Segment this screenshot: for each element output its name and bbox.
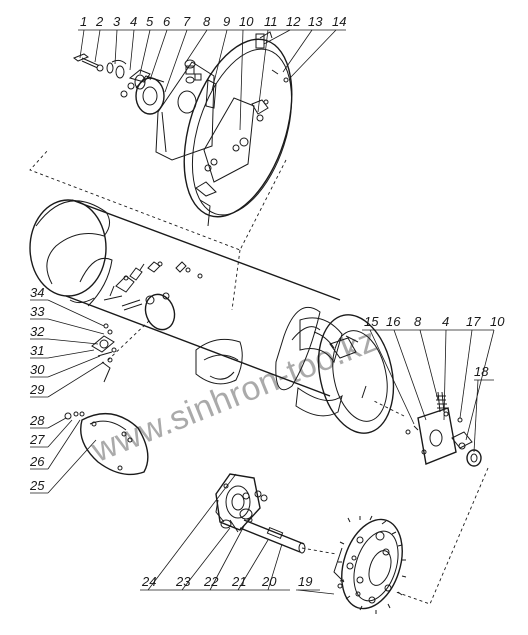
callout-15: 15 bbox=[364, 314, 379, 329]
top-callouts: 1 2 3 4 5 6 7 8 9 10 11 12 13 14 bbox=[78, 14, 346, 131]
right-small-parts bbox=[405, 391, 482, 467]
callout-13: 13 bbox=[308, 14, 323, 29]
top-hardware-group bbox=[72, 53, 217, 161]
callout-32: 32 bbox=[30, 324, 45, 339]
callout-18: 18 bbox=[474, 364, 489, 379]
callout-7: 7 bbox=[183, 14, 191, 29]
watermark-text: www.sinhron-too.kz bbox=[86, 321, 383, 470]
callout-10: 10 bbox=[239, 14, 254, 29]
callout-1: 1 bbox=[80, 14, 87, 29]
left-callouts: 34 33 32 31 30 29 28 27 26 25 bbox=[29, 285, 105, 494]
right-callouts: 15 16 8 4 17 10 18 bbox=[362, 314, 505, 453]
callout-10r: 10 bbox=[490, 314, 505, 329]
callout-26: 26 bbox=[29, 454, 45, 469]
callout-8: 8 bbox=[203, 14, 211, 29]
callout-28: 28 bbox=[29, 413, 45, 428]
callout-25: 25 bbox=[29, 478, 45, 493]
callout-22: 22 bbox=[203, 574, 219, 589]
callout-17: 17 bbox=[466, 314, 481, 329]
callout-34: 34 bbox=[30, 285, 44, 300]
callout-9: 9 bbox=[223, 14, 230, 29]
callout-3: 3 bbox=[113, 14, 121, 29]
callout-6: 6 bbox=[163, 14, 171, 29]
callout-21: 21 bbox=[231, 574, 246, 589]
callout-8r: 8 bbox=[414, 314, 422, 329]
callout-30: 30 bbox=[30, 362, 45, 377]
auger-tube bbox=[29, 199, 395, 434]
callout-33: 33 bbox=[30, 304, 45, 319]
callout-29: 29 bbox=[29, 382, 44, 397]
callout-23: 23 bbox=[175, 574, 191, 589]
callout-16: 16 bbox=[386, 314, 401, 329]
callout-2: 2 bbox=[95, 14, 104, 29]
callout-12: 12 bbox=[286, 14, 301, 29]
end-disc bbox=[183, 31, 293, 227]
callout-31: 31 bbox=[30, 343, 44, 358]
callout-4r: 4 bbox=[442, 314, 449, 329]
callout-19: 19 bbox=[298, 574, 312, 589]
callout-4: 4 bbox=[130, 14, 137, 29]
bottom-callouts: 24 23 22 21 20 19 bbox=[140, 473, 335, 595]
drive-shaft-assembly bbox=[215, 473, 407, 614]
guide-line-bottom bbox=[301, 547, 337, 555]
callout-24: 24 bbox=[141, 574, 156, 589]
guide-line-tube bbox=[231, 249, 241, 311]
guide-line-right bbox=[395, 467, 489, 605]
callout-5: 5 bbox=[146, 14, 154, 29]
callout-14: 14 bbox=[332, 14, 346, 29]
callout-11: 11 bbox=[264, 14, 278, 29]
callout-20: 20 bbox=[261, 574, 277, 589]
guide-line-left bbox=[107, 319, 151, 361]
guide-line-upper bbox=[29, 149, 287, 251]
callout-27: 27 bbox=[29, 432, 45, 447]
